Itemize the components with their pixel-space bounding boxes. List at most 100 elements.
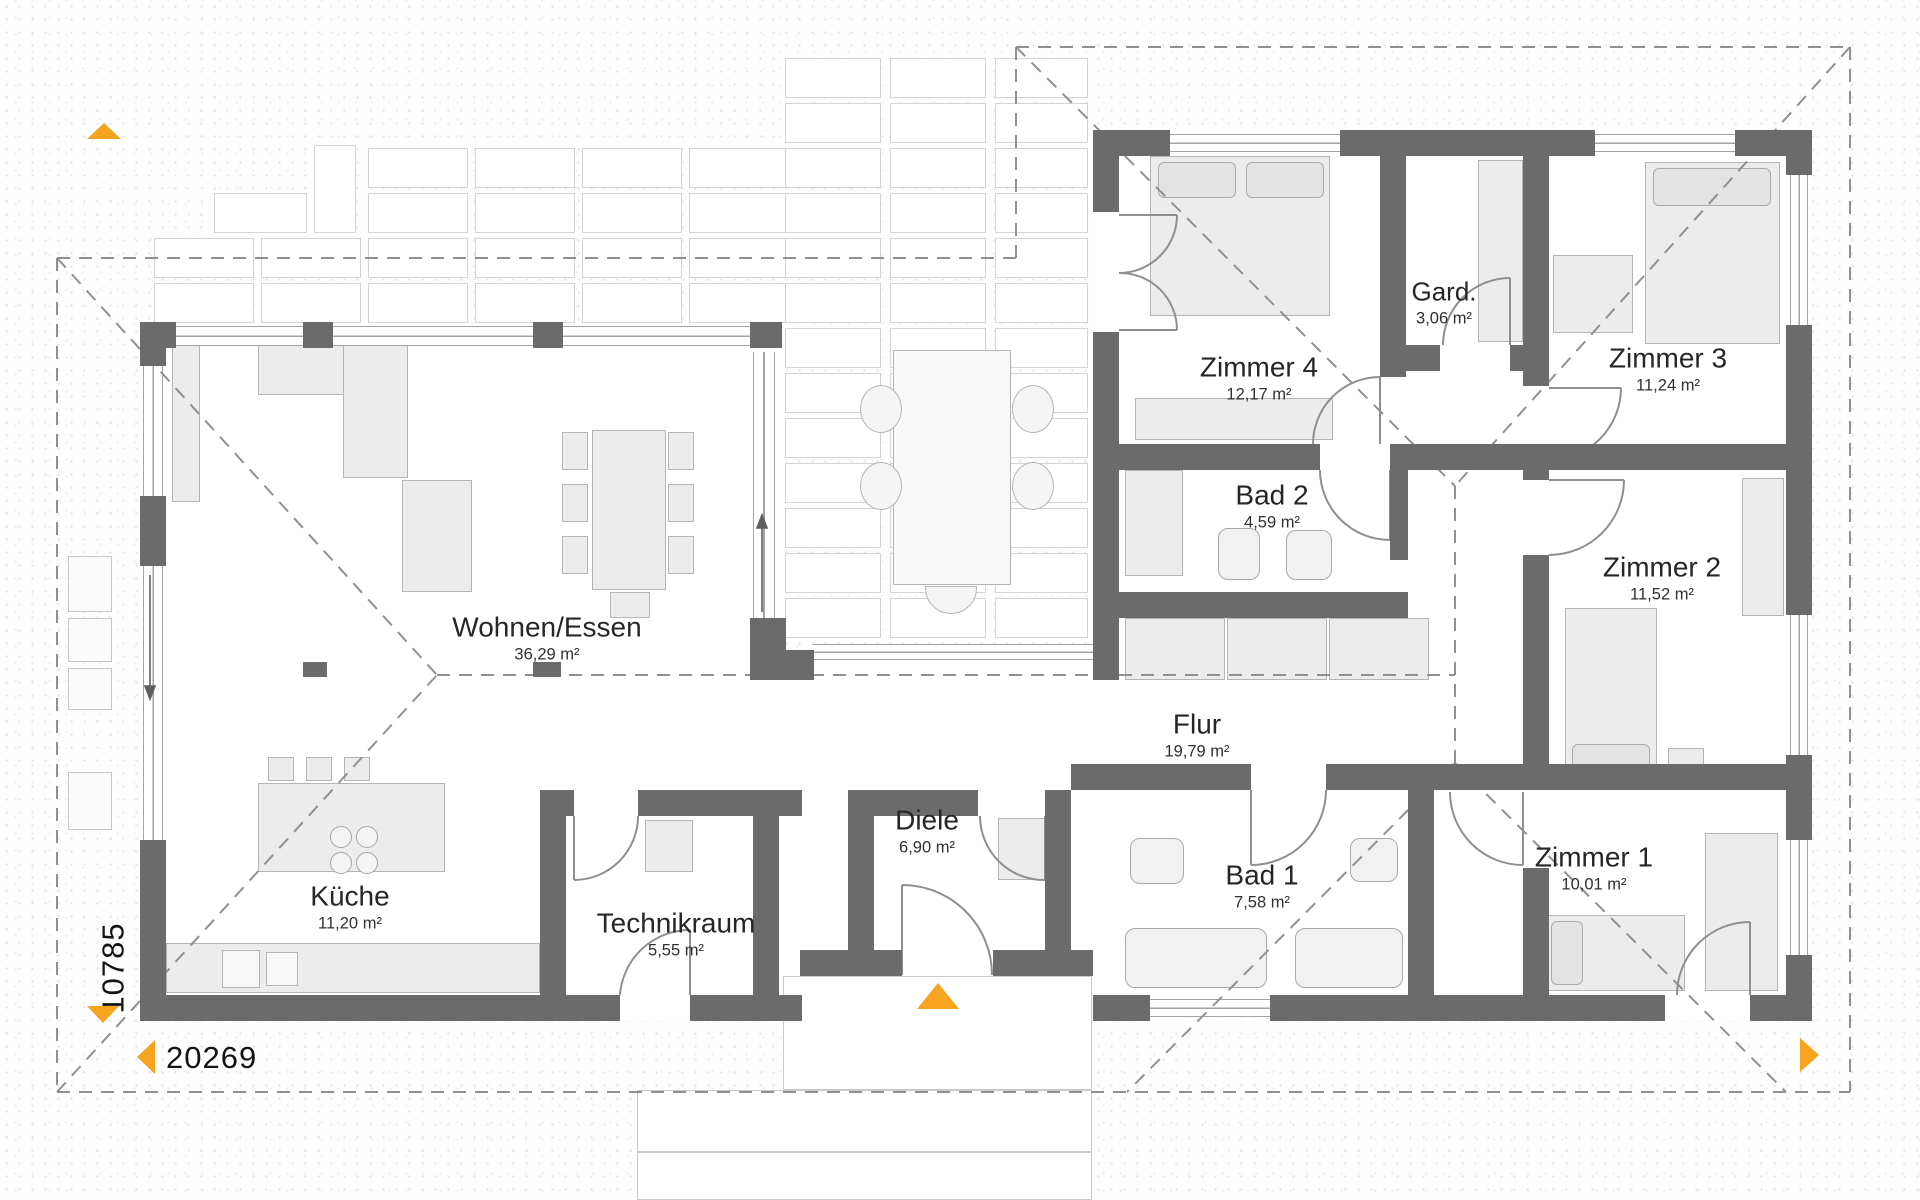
paving-tile [368,148,468,188]
furniture [1130,838,1184,884]
wall-segment [303,322,333,348]
wall-segment [1390,470,1408,560]
wall-segment [1786,130,1812,175]
paving-tile [785,328,881,368]
wall-segment [1119,592,1408,618]
window [753,352,775,618]
wall-segment [1045,790,1071,976]
window [813,644,1093,660]
dimension-arrow-down-icon [87,1006,119,1023]
furniture [562,484,588,522]
furniture [222,950,260,988]
paving-tile [475,148,575,188]
furniture [1742,478,1784,616]
wall-segment [993,950,1093,976]
paving-tile [995,283,1088,323]
wall-segment [1786,755,1812,840]
wall-segment [750,322,782,348]
furniture [668,432,694,470]
paving-tile [785,598,881,638]
wall-segment [1270,995,1665,1021]
wall-segment [1523,764,1786,790]
paving-tile [785,103,881,143]
sliding-direction-arrows [143,512,769,702]
wall-segment [1523,868,1549,995]
wall-segment [140,840,166,1021]
furniture [344,757,370,781]
dimension-arrow-right-icon [1800,1038,1819,1072]
paving-tile [475,193,575,233]
paving-tile [582,148,682,188]
furniture [1478,160,1523,342]
cooktop-ring-icon [330,852,352,874]
paving-tile [785,148,881,188]
furniture [592,430,666,590]
wall-segment [1408,790,1434,995]
furniture [860,462,902,510]
window [1665,999,1750,1017]
wall-segment [1093,995,1150,1021]
wall-segment [1523,555,1549,764]
wall-segment [566,790,574,816]
paving-tile [785,58,881,98]
wall-segment [800,950,902,976]
furniture [562,536,588,574]
dimension-width-label: 20269 [166,1040,258,1075]
wall-segment [1523,444,1549,470]
window [620,999,690,1017]
wall-segment [533,662,561,677]
furniture [268,757,294,781]
wall-segment [1340,130,1595,156]
furniture [1012,385,1054,433]
wall-segment [1786,325,1812,615]
furniture [68,772,112,830]
furniture [893,350,1011,585]
paving-tile [154,283,254,323]
paving-tile [582,193,682,233]
furniture [1705,833,1778,991]
furniture [1553,255,1633,333]
cooktop-ring-icon [330,826,352,848]
window [1170,134,1340,152]
wall-segment [1119,444,1320,470]
wall-segment [874,790,978,816]
furniture [172,330,200,502]
furniture [1125,928,1267,988]
furniture [266,952,298,986]
paving-tile [995,148,1088,188]
wall-segment [303,662,327,677]
furniture [1286,530,1332,580]
furniture [1012,462,1054,510]
cooktop-ring-icon [356,852,378,874]
wall-segment [1549,444,1786,470]
wall-segment [1750,995,1812,1021]
window [143,366,163,496]
wall-segment [140,496,166,566]
room-label-gard: Gard.3,06 m² [1411,276,1477,328]
paving-tile [890,103,986,143]
furniture [668,484,694,522]
paving-tile [261,283,361,323]
wall-segment [848,790,874,976]
wall-segment [533,322,563,348]
paving-tile [368,283,468,323]
paving-tile [995,598,1088,638]
wall-segment [638,790,802,816]
furniture [610,592,650,618]
furniture [1218,528,1260,580]
wall-segment [1326,764,1523,790]
paving-tile [314,145,356,233]
cooktop-ring-icon [356,826,378,848]
furniture [402,480,472,592]
window [1595,134,1735,152]
paving-tile [890,193,986,233]
furniture [1551,921,1583,985]
